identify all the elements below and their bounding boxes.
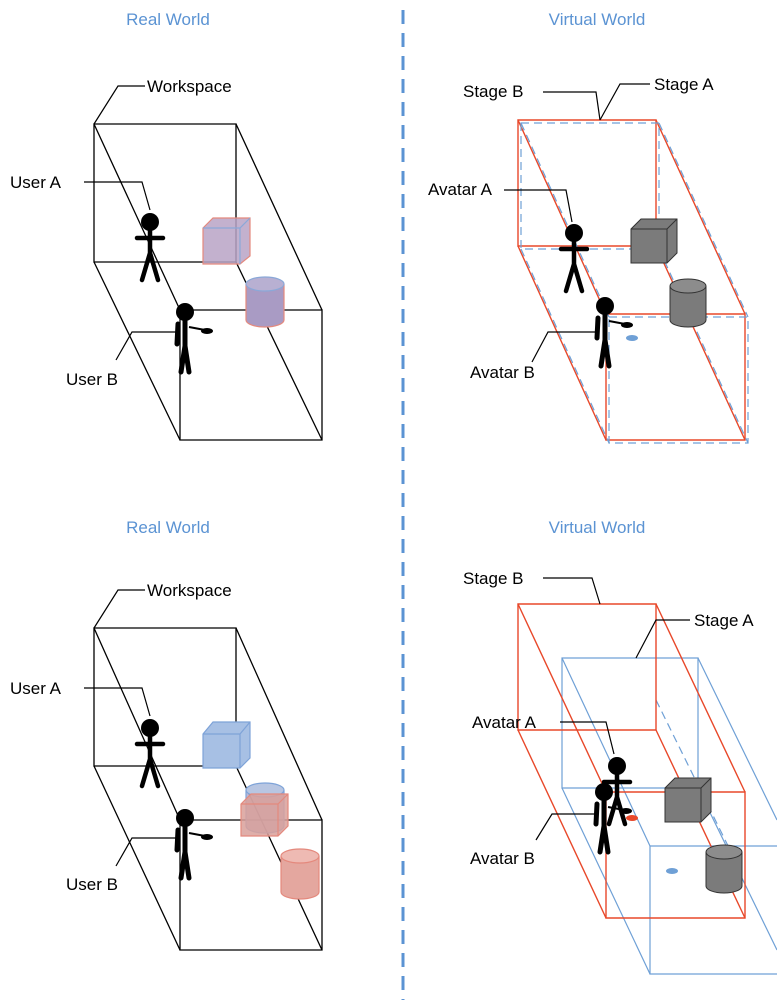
avatar-a-leader-bottom — [560, 721, 615, 755]
stage-b-box-bottom — [517, 603, 746, 919]
blue-tool-marker-bottom — [666, 868, 678, 874]
stage-b-label-top: Stage B — [463, 82, 524, 101]
stage-b-leader-top — [543, 91, 601, 121]
virtual-cylinder-top — [669, 278, 707, 328]
tool-marker-top — [626, 335, 638, 341]
stage-b-box-top — [517, 119, 746, 441]
user-b-leader-bottom — [115, 837, 178, 867]
avatar-b-leader-bottom — [535, 813, 598, 841]
mixed-objects-bottom — [240, 782, 289, 837]
top-right-title: Virtual World — [549, 10, 646, 29]
user-a-figure-bottom — [137, 719, 163, 786]
avatar-b-label-bottom: Avatar B — [470, 849, 535, 868]
avatar-a-label-bottom: Avatar A — [472, 713, 537, 732]
workspace-leader-top — [93, 85, 145, 125]
user-b-leader-top — [115, 331, 178, 361]
cube-object-top — [202, 217, 251, 265]
avatar-b-label-top: Avatar B — [470, 363, 535, 382]
stage-a-leader-top — [599, 83, 650, 121]
red-cylinder-object-bottom — [280, 848, 320, 900]
user-b-label-top: User B — [66, 370, 118, 389]
user-b-figure-top — [176, 303, 213, 372]
workspace-leader-bottom — [93, 589, 145, 629]
virtual-cylinder-bottom — [705, 844, 743, 894]
avatar-b-figure-top — [596, 297, 633, 366]
workspace-label-bottom: Workspace — [147, 581, 232, 600]
stage-b-leader-bottom — [543, 577, 601, 605]
workspace-box-top — [93, 123, 323, 441]
user-a-label-top: User A — [10, 173, 62, 192]
stage-a-box-bottom — [561, 657, 777, 975]
cylinder-object-top — [245, 276, 285, 328]
virtual-cube-top — [630, 218, 678, 264]
workspace-box-bottom — [93, 627, 323, 951]
stage-a-label-top: Stage A — [654, 75, 714, 94]
user-a-leader-bottom — [84, 687, 151, 717]
stage-b-label-bottom: Stage B — [463, 569, 524, 588]
virtual-cube-bottom — [664, 777, 712, 823]
user-a-figure-top — [137, 213, 163, 280]
blue-cube-object-bottom — [202, 721, 251, 769]
avatar-a-label-top: Avatar A — [428, 180, 493, 199]
stage-a-leader-bottom — [635, 619, 690, 659]
red-tool-marker-bottom — [626, 815, 638, 821]
user-b-label-bottom: User B — [66, 875, 118, 894]
stage-a-label-bottom: Stage A — [694, 611, 754, 630]
user-a-leader-top — [84, 181, 151, 211]
stage-a-box-top — [520, 122, 749, 444]
top-left-title: Real World — [126, 10, 210, 29]
avatar-a-figure-top — [561, 224, 587, 291]
workspace-label-top: Workspace — [147, 77, 232, 96]
avatar-b-leader-top — [531, 331, 598, 363]
bottom-left-title: Real World — [126, 518, 210, 537]
avatar-a-leader-top — [504, 189, 573, 223]
bottom-right-title: Virtual World — [549, 518, 646, 537]
user-a-label-bottom: User A — [10, 679, 62, 698]
